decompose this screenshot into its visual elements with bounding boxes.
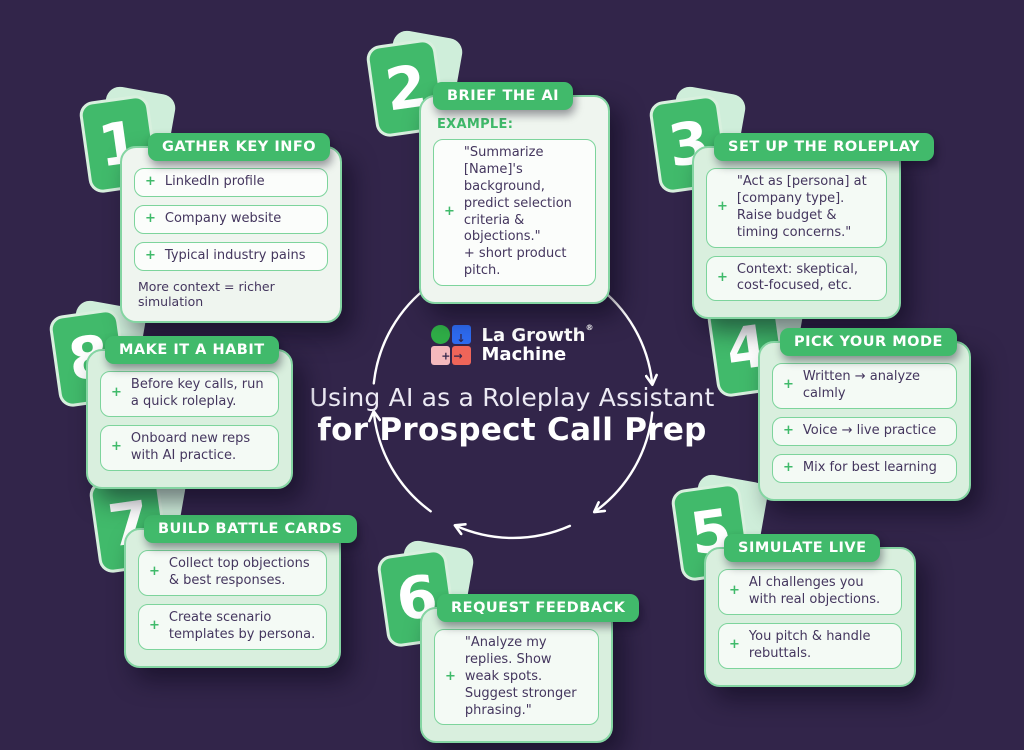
plus-icon: + [145, 210, 156, 226]
plus-icon: + [729, 583, 740, 599]
list-item: +AI challenges you with real objections. [718, 569, 902, 615]
list-item: +Collect top objections & best responses… [138, 550, 327, 596]
plus-icon: + [783, 422, 794, 438]
plus-icon: + [783, 459, 794, 475]
brand-name: La Growth® Machine [481, 322, 594, 365]
card-brief-the-ai: BRIEF THE AI EXAMPLE: +"Summarize [Name]… [419, 82, 610, 305]
card-title: GATHER KEY INFO [148, 133, 331, 161]
page-title-line2: for Prospect Call Prep [317, 412, 707, 448]
card-simulate-live: SIMULATE LIVE +AI challenges you with re… [704, 534, 916, 687]
list-item: +Onboard new reps with AI practice. [100, 424, 279, 471]
card-title: BUILD BATTLE CARDS [144, 515, 357, 543]
card-make-it-a-habit: MAKE IT A HABIT +Before key calls, run a… [86, 336, 293, 489]
card-title: PICK YOUR MODE [780, 328, 957, 356]
card-request-feedback: REQUEST FEEDBACK +"Analyze my replies. S… [420, 594, 640, 744]
list-item: +Before key calls, run a quick roleplay. [100, 371, 279, 417]
plus-icon: + [149, 618, 160, 634]
logo-pink-square-icon: + [430, 346, 451, 365]
list-item: +LinkedIn profile [134, 168, 328, 197]
plus-icon: + [445, 668, 456, 684]
list-item: +Mix for best learning [772, 453, 957, 483]
list-item: +"Summarize [Name]'s background, predict… [433, 139, 596, 287]
plus-icon: + [717, 199, 728, 215]
plus-icon: + [149, 564, 160, 580]
card-title: REQUEST FEEDBACK [437, 594, 640, 622]
logo-green-circle-icon [430, 325, 450, 344]
list-item: +"Act as [persona] at [company type]. Ra… [706, 168, 887, 248]
list-item: +You pitch & handle rebuttals. [718, 622, 902, 669]
card-title: MAKE IT A HABIT [105, 336, 279, 364]
plus-icon: + [444, 204, 455, 220]
card-set-up-the-roleplay: SET UP THE ROLEPLAY +"Act as [persona] a… [692, 133, 935, 320]
plus-icon: + [729, 637, 740, 653]
card-pick-your-mode: PICK YOUR MODE +Written → analyze calmly… [758, 328, 971, 501]
list-item: +Company website [134, 204, 328, 234]
list-item: +"Analyze my replies. Show weak spots. S… [434, 629, 599, 726]
card-build-battle-cards: BUILD BATTLE CARDS +Collect top objectio… [124, 515, 357, 668]
brand-lockup: ↓ + → La Growth® Machine [0, 322, 1024, 365]
list-item: +Typical industry pains [134, 241, 328, 271]
card-footer-note: More context = richer simulation [138, 278, 275, 309]
list-item: +Voice → live practice [772, 416, 957, 446]
plus-icon: + [111, 439, 122, 455]
page-title-line1: Using AI as a Roleplay Assistant [309, 383, 715, 412]
list-item: +Written → analyze calmly [772, 363, 957, 409]
plus-icon: + [717, 270, 728, 285]
card-gather-key-info: GATHER KEY INFO +LinkedIn profile +Compa… [120, 133, 342, 323]
plus-icon: + [145, 174, 156, 189]
registered-mark: ® [585, 322, 594, 332]
example-label: EXAMPLE: [437, 117, 514, 132]
logo-blue-square-icon: ↓ [451, 325, 471, 344]
plus-icon: + [111, 385, 122, 401]
card-title: SET UP THE ROLEPLAY [714, 133, 935, 161]
la-growth-machine-logo-icon: ↓ + → [430, 325, 471, 365]
list-item: +Create scenario templates by persona. [138, 603, 327, 650]
card-title: BRIEF THE AI [433, 82, 574, 110]
plus-icon: + [783, 377, 794, 393]
logo-red-square-icon: → [451, 346, 471, 365]
card-title: SIMULATE LIVE [724, 534, 881, 562]
list-item: +Context: skeptical, cost-focused, etc. [706, 255, 887, 302]
plus-icon: + [145, 247, 156, 263]
